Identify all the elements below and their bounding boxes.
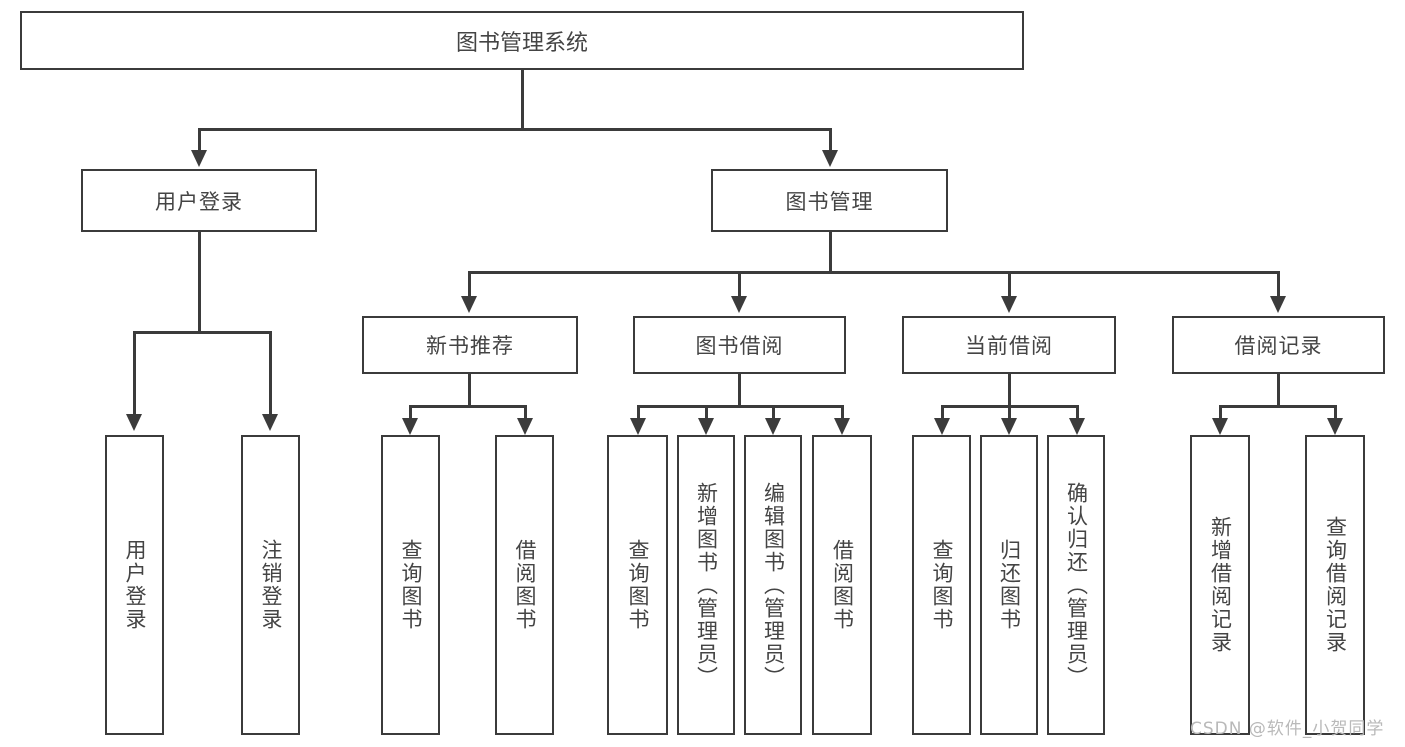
node-leaf-user-logout[interactable]: 注销登录: [241, 435, 300, 735]
connector-drop-current-borrow: [1008, 271, 1011, 298]
arrowhead-leaf-query-book-2: [630, 418, 646, 435]
node-leaf-query-borrow-record[interactable]: 查询借阅记录: [1305, 435, 1365, 735]
connector-borrow-record-stem: [1277, 374, 1280, 407]
connector-drop-leaf-query-book-1: [409, 405, 412, 420]
connector-drop-leaf-query-book-3: [941, 405, 944, 420]
node-root-system[interactable]: 图书管理系统: [20, 11, 1024, 70]
connector-drop-book-borrow: [738, 271, 741, 298]
arrowhead-leaf-add-book: [698, 418, 714, 435]
arrowhead-book-management: [822, 150, 838, 167]
arrowhead-leaf-user-logout: [262, 414, 278, 431]
node-leaf-return-book[interactable]: 归还图书: [980, 435, 1038, 735]
connector-level3-bus: [468, 271, 1279, 274]
node-current-borrow[interactable]: 当前借阅: [902, 316, 1116, 374]
node-leaf-borrow-book-1[interactable]: 借阅图书: [495, 435, 554, 735]
connector-current-borrow-stem: [1008, 374, 1011, 407]
connector-drop-leaf-borrow-book-2: [841, 405, 844, 420]
connector-drop-book-management: [829, 128, 832, 153]
node-leaf-edit-book[interactable]: 编辑图书（管理员）: [744, 435, 802, 735]
connector-book-borrow-bus: [637, 405, 843, 408]
connector-drop-leaf-confirm-return: [1076, 405, 1079, 420]
connector-book-management-stem: [829, 232, 832, 273]
node-leaf-query-book-3[interactable]: 查询图书: [912, 435, 971, 735]
arrowhead-leaf-query-book-1: [402, 418, 418, 435]
node-book-management[interactable]: 图书管理: [711, 169, 948, 232]
node-book-borrow[interactable]: 图书借阅: [633, 316, 846, 374]
connector-drop-leaf-query-book-2: [637, 405, 640, 420]
node-leaf-confirm-return[interactable]: 确认归还（管理员）: [1047, 435, 1105, 735]
arrowhead-leaf-query-borrow-record: [1327, 418, 1343, 435]
node-leaf-add-book[interactable]: 新增图书（管理员）: [677, 435, 735, 735]
connector-drop-leaf-add-book: [705, 405, 708, 420]
connector-drop-borrow-record: [1277, 271, 1280, 298]
node-leaf-add-borrow-record[interactable]: 新增借阅记录: [1190, 435, 1250, 735]
arrowhead-user-login: [191, 150, 207, 167]
node-user-login[interactable]: 用户登录: [81, 169, 317, 232]
connector-user-login-bus: [133, 331, 271, 334]
arrowhead-borrow-record: [1270, 296, 1286, 313]
node-leaf-borrow-book-2[interactable]: 借阅图书: [812, 435, 872, 735]
arrowhead-leaf-query-book-3: [934, 418, 950, 435]
arrowhead-book-borrow: [731, 296, 747, 313]
connector-drop-leaf-return-book: [1008, 405, 1011, 420]
arrowhead-leaf-confirm-return: [1069, 418, 1085, 435]
arrowhead-leaf-add-borrow-record: [1212, 418, 1228, 435]
arrowhead-current-borrow: [1001, 296, 1017, 313]
arrowhead-new-book-recommend: [461, 296, 477, 313]
connector-drop-user-login: [198, 128, 201, 153]
arrowhead-leaf-borrow-book-1: [517, 418, 533, 435]
connector-drop-leaf-user-login: [133, 331, 136, 416]
node-leaf-query-book-1[interactable]: 查询图书: [381, 435, 440, 735]
connector-new-book-recommend-stem: [468, 374, 471, 407]
connector-book-borrow-stem: [738, 374, 741, 407]
arrowhead-leaf-edit-book: [765, 418, 781, 435]
node-borrow-record[interactable]: 借阅记录: [1172, 316, 1385, 374]
node-new-book-recommend[interactable]: 新书推荐: [362, 316, 578, 374]
connector-drop-leaf-user-logout: [269, 331, 272, 416]
arrowhead-leaf-user-login: [126, 414, 142, 431]
connector-user-login-stem: [198, 232, 201, 333]
connector-new-book-recommend-bus: [409, 405, 527, 408]
connector-drop-leaf-edit-book: [772, 405, 775, 420]
watermark-text: CSDN @软件_小贺同学: [1190, 719, 1385, 739]
node-leaf-query-book-2[interactable]: 查询图书: [607, 435, 668, 735]
connector-root-stem: [521, 70, 524, 130]
connector-drop-leaf-add-borrow-record: [1219, 405, 1222, 420]
connector-drop-new-book-recommend: [468, 271, 471, 298]
connector-borrow-record-bus: [1219, 405, 1337, 408]
node-leaf-user-login[interactable]: 用户登录: [105, 435, 164, 735]
connector-drop-leaf-borrow-book-1: [524, 405, 527, 420]
arrowhead-leaf-return-book: [1001, 418, 1017, 435]
arrowhead-leaf-borrow-book-2: [834, 418, 850, 435]
connector-level2-bus: [198, 128, 831, 131]
connector-drop-leaf-query-borrow-record: [1334, 405, 1337, 420]
